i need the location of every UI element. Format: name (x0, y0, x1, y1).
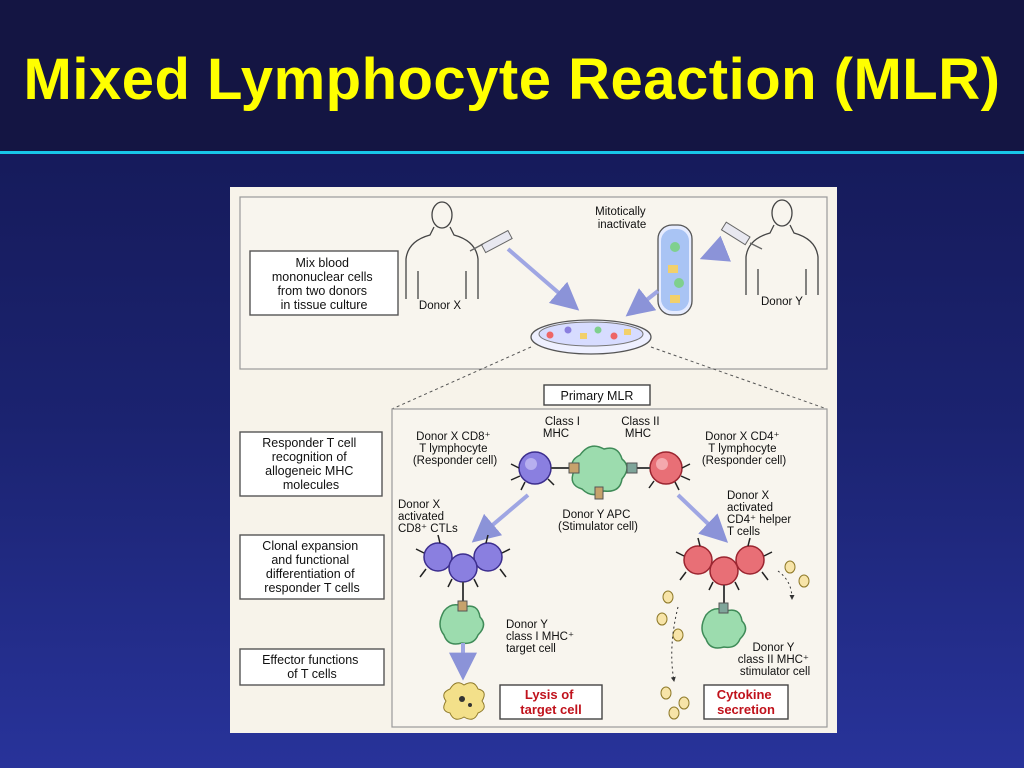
ctl-label: Donor X activated CD8⁺ CTLs (398, 499, 458, 535)
arrow-cd8-expansion (471, 493, 530, 543)
arrow-cd4-expansion (676, 493, 729, 543)
mitotic-label: Mitotically inactivate (595, 206, 649, 231)
recognition-box (239, 431, 383, 497)
class-ii-label: Class II MHC (621, 416, 663, 440)
cytokine-path-right (777, 570, 795, 600)
mix-box (249, 250, 399, 316)
primary-mlr-label: Primary MLR (561, 389, 634, 403)
class-i-label: Class I MHC (543, 416, 583, 440)
dashed-line-left (391, 346, 532, 410)
helper-cluster (675, 537, 773, 591)
donor-y-figure (745, 199, 819, 295)
lysis-label: Lysis of target cell (520, 687, 581, 717)
title-bar (0, 0, 1024, 152)
target-label: Donor Y class I MHC⁺ target cell (506, 619, 577, 655)
stimulator-label: Donor Y class II MHC⁺ stimulator cell (738, 642, 812, 678)
syringe-y-icon (720, 221, 763, 250)
title-divider (0, 151, 1024, 154)
recognition-box-text: Responder T cell recognition of allogene… (262, 436, 360, 492)
donor-x-label: Donor X (419, 300, 462, 312)
cytokine-box (703, 684, 789, 720)
arrow-donor-x (506, 247, 580, 311)
stimulator-cell (701, 602, 747, 649)
arrow-to-tube (699, 235, 731, 262)
helper-label: Donor X activated CD4⁺ helper T cells (727, 490, 794, 538)
lysed-cell-icon (443, 682, 485, 720)
donor-x-figure (405, 201, 479, 299)
ctl-cluster (415, 534, 511, 588)
apc-label: Donor Y APC (Stimulator cell) (558, 509, 638, 533)
mix-box-text: Mix blood mononuclear cells from two don… (272, 256, 376, 312)
cd8-responder-label: Donor X CD8⁺ T lymphocyte (Responder cel… (413, 431, 498, 467)
apc-stimulator-cell (568, 445, 638, 500)
test-tube-icon (657, 224, 693, 316)
slide-title: Mixed Lymphocyte Reaction (MLR) (23, 47, 1001, 112)
syringe-x-icon (469, 229, 513, 254)
arrow-tube-to-dish (625, 288, 660, 317)
expansion-box (239, 534, 385, 600)
primary-mlr-box (543, 384, 651, 406)
cd4-responder-label: Donor X CD4⁺ T lymphocyte (Responder cel… (702, 431, 787, 467)
mlr-diagram: Mix blood mononuclear cells from two don… (230, 187, 837, 733)
culture-dish-icon (530, 319, 652, 355)
effector-box (239, 648, 385, 686)
donor-y-label: Donor Y (761, 296, 803, 308)
dashed-line-right (650, 346, 828, 410)
target-cell (439, 600, 485, 645)
effector-box-text: Effector functions of T cells (262, 653, 362, 681)
cd4-responder-cell (648, 451, 691, 491)
expansion-box-text: Clonal expansion and functional differen… (262, 539, 361, 595)
cytokine-droplets (656, 560, 810, 720)
mlr-diagram-svg: Mix blood mononuclear cells from two don… (239, 196, 828, 728)
lysis-box (499, 684, 603, 720)
cytokine-label: Cytokine secretion (717, 687, 776, 717)
